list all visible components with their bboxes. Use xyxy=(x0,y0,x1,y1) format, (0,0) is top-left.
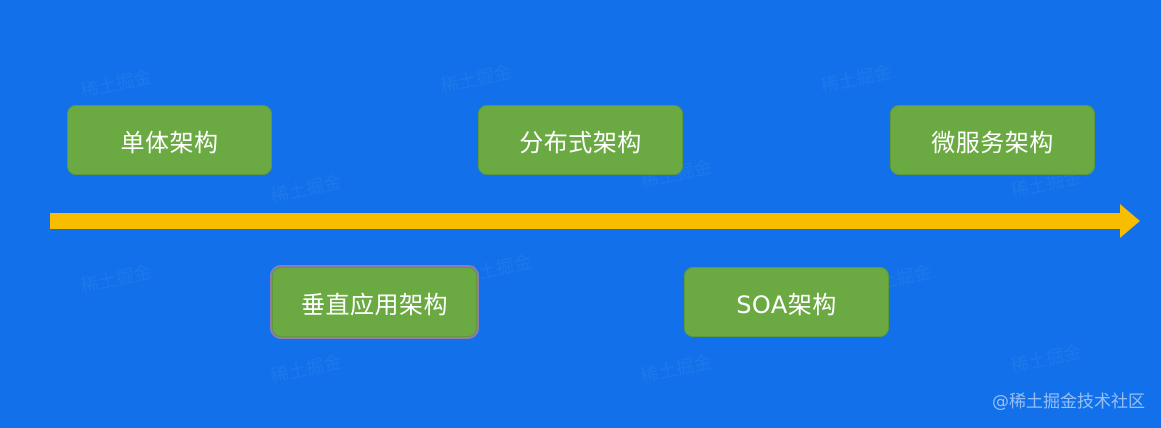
stage-soa-architecture: SOA架构 xyxy=(684,267,889,337)
stage-label: 单体架构 xyxy=(120,128,219,157)
timeline-arrow-shaft xyxy=(50,213,1122,229)
stage-label: 微服务架构 xyxy=(931,128,1054,157)
stage-microservices-architecture: 微服务架构 xyxy=(890,105,1095,175)
timeline-arrow-head xyxy=(1120,204,1140,238)
source-watermark: @稀土掘金技术社区 xyxy=(992,392,1145,412)
stage-label: 垂直应用架构 xyxy=(301,290,448,319)
stage-vertical-application-architecture: 垂直应用架构 xyxy=(270,265,479,339)
stage-label: SOA架构 xyxy=(736,290,837,319)
stage-label: 分布式架构 xyxy=(519,128,642,157)
stage-monolithic-architecture: 单体架构 xyxy=(67,105,272,175)
stage-distributed-architecture: 分布式架构 xyxy=(478,105,683,175)
